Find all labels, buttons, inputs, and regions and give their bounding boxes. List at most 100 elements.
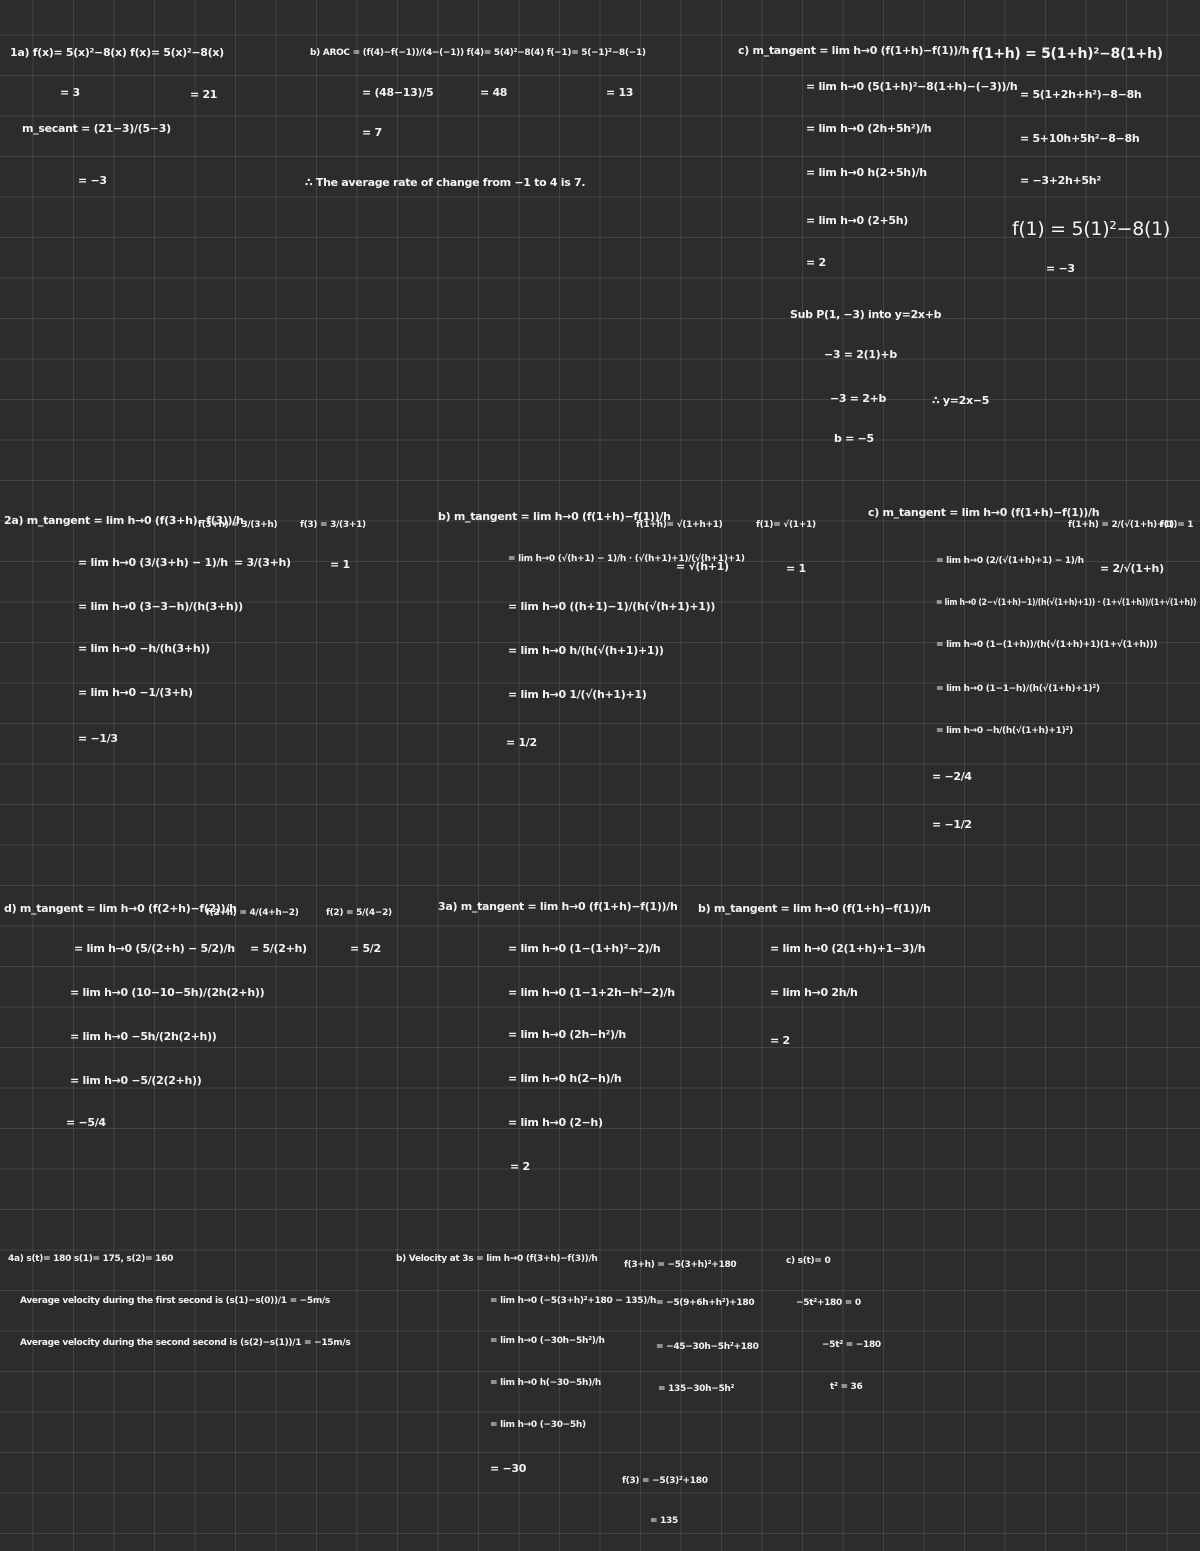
q2d-step-2: = lim h→0 (10−10−5h)/(2h(2+h)) [70, 986, 265, 999]
q3b-answer: = 2 [770, 1034, 790, 1047]
q2c-f-1h: f(1+h) = 2/(√(1+h)+1) [1068, 520, 1174, 530]
q1c-f1: f(1) = 5(1)²−8(1) [1012, 218, 1171, 240]
q3b-step-2: = lim h→0 2h/h [770, 986, 858, 999]
q2a-tangent-def: 2a) m_tangent = lim h→0 (f(3+h)−f(3))/h [4, 514, 244, 527]
q1c-tangent-def: c) m_tangent = lim h→0 (f(1+h)−f(1))/h [738, 44, 970, 57]
q1b-aroc: b) AROC = (f(4)−f(−1))/(4−(−1)) f(4)= 5(… [310, 48, 646, 58]
q2c-step-1: = lim h→0 (2/(√(1+h)+1) − 1)/h [936, 556, 1084, 566]
q3b-tangent-def: b) m_tangent = lim h→0 (f(1+h)−f(1))/h [698, 902, 931, 915]
q1c-sub-step-1: −3 = 2(1)+b [824, 348, 897, 361]
q2a-step-2: = lim h→0 (3−3−h)/(h(3+h)) [78, 600, 243, 613]
q1b-step-1: = (48−13)/5 [362, 86, 434, 99]
q3a-answer: = 2 [510, 1160, 530, 1173]
q4c-step-1: −5t²+180 = 0 [796, 1298, 861, 1308]
q2d-f-2h-simplified: = 5/(2+h) [250, 942, 307, 955]
q4b-f-expand-1: = −5(9+6h+h²)+180 [656, 1298, 755, 1308]
q4b-f-3h: f(3+h) = −5(3+h)²+180 [624, 1260, 737, 1270]
q2a-step-1: = lim h→0 (3/(3+h) − 1)/h [78, 556, 228, 569]
q4b-step-4: = lim h→0 (−30−5h) [490, 1420, 586, 1430]
q2d-tangent-def: d) m_tangent = lim h→0 (f(2+h)−f(2))/h [4, 902, 237, 915]
q1b-f-1-value: = 13 [606, 86, 634, 99]
q4b-velocity-def: b) Velocity at 3s = lim h→0 (f(3+h)−f(3)… [396, 1254, 598, 1264]
q4b-f3: f(3) = −5(3)²+180 [622, 1476, 708, 1486]
q1c-step-4: = lim h→0 (2+5h) [806, 214, 909, 227]
q2d-answer: = −5/4 [66, 1116, 106, 1129]
q1c-step-2: = lim h→0 (2h+5h²)/h [806, 122, 932, 135]
q4c-step-3: t² = 36 [830, 1382, 863, 1392]
q2b-answer: = 1/2 [506, 736, 537, 749]
q1a-value-1: = 3 [60, 86, 80, 99]
q2d-f-2h: f(2+h) = 4/(4+h−2) [206, 908, 299, 918]
q2a-step-3: = lim h→0 −h/(h(3+h)) [78, 642, 210, 655]
q3a-step-2: = lim h→0 (1−1+2h−h²−2)/h [508, 986, 675, 999]
q2c-step-3: = lim h→0 (1−(1+h))/(h(√(1+h)+1)(1+√(1+h… [936, 640, 1158, 650]
q2b-step-4: = lim h→0 1/(√(h+1)+1) [508, 688, 647, 701]
q2c-step-2: = lim h→0 (2−√(1+h)−1)/(h(√(1+h)+1)) · (… [936, 598, 1197, 608]
q1b-conclusion: ∴ The average rate of change from −1 to … [305, 176, 586, 189]
q2d-step-1: = lim h→0 (5/(2+h) − 5/2)/h [74, 942, 235, 955]
q2b-tangent-def: b) m_tangent = lim h→0 (f(1+h)−f(1))/h [438, 510, 671, 523]
q4b-f3-value: = 135 [650, 1516, 678, 1526]
q2a-f3: f(3) = 3/(3+1) [300, 520, 366, 530]
q4b-answer: = −30 [490, 1462, 527, 1475]
q1c-slope: = 2 [806, 256, 826, 269]
q1c-f1-value: = −3 [1046, 262, 1075, 275]
q3a-step-3: = lim h→0 (2h−h²)/h [508, 1028, 626, 1041]
q1c-step-3: = lim h→0 h(2+5h)/h [806, 166, 927, 179]
q4c-step-2: −5t² = −180 [822, 1340, 881, 1350]
q1b-f4-value: = 48 [480, 86, 508, 99]
q3a-step-1: = lim h→0 (1−(1+h)²−2)/h [508, 942, 661, 955]
q4a-second-second: Average velocity during the second secon… [20, 1338, 351, 1348]
q2a-answer: = −1/3 [78, 732, 118, 745]
q2d-step-3: = lim h→0 −5h/(2h(2+h)) [70, 1030, 217, 1043]
q2c-step-6: = −2/4 [932, 770, 972, 783]
q2b-step-2: = lim h→0 ((h+1)−1)/(h(√(h+1)+1)) [508, 600, 716, 613]
q2a-f3-value: = 1 [330, 558, 350, 571]
q2b-f1-value: = 1 [786, 562, 806, 575]
q3a-step-4: = lim h→0 h(2−h)/h [508, 1072, 622, 1085]
q2a-step-4: = lim h→0 −1/(3+h) [78, 686, 193, 699]
q2c-step-5: = lim h→0 −h/(h(√(1+h)+1)²) [936, 726, 1073, 736]
q4b-f-expand-3: = 135−30h−5h² [658, 1384, 735, 1394]
q4c-given: c) s(t)= 0 [786, 1256, 831, 1266]
q1c-f-expand-1: f(1+h) = 5(1+h)²−8(1+h) [972, 46, 1163, 62]
q2c-answer: = −1/2 [932, 818, 972, 831]
q2d-step-4: = lim h→0 −5/(2(2+h)) [70, 1074, 202, 1087]
q1c-b-value: b = −5 [834, 432, 874, 445]
q2b-step-1: = lim h→0 (√(h+1) − 1)/h · (√(h+1)+1)/(√… [508, 554, 745, 564]
q1a-function: 1a) f(x)= 5(x)²−8(x) f(x)= 5(x)²−8(x) [10, 46, 224, 59]
q4a-first-second: Average velocity during the first second… [20, 1296, 330, 1306]
q3a-tangent-def: 3a) m_tangent = lim h→0 (f(1+h)−f(1))/h [438, 900, 678, 913]
q2b-step-3: = lim h→0 h/(h(√(h+1)+1)) [508, 644, 664, 657]
q2c-f-1h-simplified: = 2/√(1+h) [1100, 562, 1164, 575]
q1a-answer: = −3 [78, 174, 107, 187]
q2d-f2: f(2) = 5/(4−2) [326, 908, 392, 918]
q2c-f1: f(1)= 1 [1160, 520, 1194, 530]
q2b-f1: f(1)= √(1+1) [756, 520, 816, 530]
q4a-given: 4a) s(t)= 180 s(1)= 175, s(2)= 160 [8, 1254, 174, 1264]
q2b-f-1h: f(1+h)= √(1+h+1) [636, 520, 723, 530]
q2a-f-3h-simplified: = 3/(3+h) [234, 556, 291, 569]
q1b-answer: = 7 [362, 126, 382, 139]
q4b-f-expand-2: = −45−30h−5h²+180 [656, 1342, 759, 1352]
q4b-step-3: = lim h→0 h(−30−5h)/h [490, 1378, 602, 1388]
q2c-tangent-def: c) m_tangent = lim h→0 (f(1+h)−f(1))/h [868, 506, 1100, 519]
q3a-step-5: = lim h→0 (2−h) [508, 1116, 603, 1129]
q3b-step-1: = lim h→0 (2(1+h)+1−3)/h [770, 942, 926, 955]
q1a-value-2: = 21 [190, 88, 218, 101]
q1c-f-expand-2: = 5(1+2h+h²)−8−8h [1020, 88, 1142, 101]
q1c-sub-step-2: −3 = 2+b [830, 392, 887, 405]
q2c-step-4: = lim h→0 (1−1−h)/(h(√(1+h)+1)²) [936, 684, 1100, 694]
q2d-f2-value: = 5/2 [350, 942, 381, 955]
q4b-step-1: = lim h→0 (−5(3+h)²+180 − 135)/h [490, 1296, 657, 1306]
q1c-f-expand-4: = −3+2h+5h² [1020, 174, 1101, 187]
q4b-step-2: = lim h→0 (−30h−5h²)/h [490, 1336, 605, 1346]
q1c-f-expand-3: = 5+10h+5h²−8−8h [1020, 132, 1140, 145]
q1c-step-1: = lim h→0 (5(1+h)²−8(1+h)−(−3))/h [806, 80, 1018, 93]
q2b-f-1h-simplified: = √(h+1) [676, 560, 729, 573]
q1a-secant: m_secant = (21−3)/(5−3) [22, 122, 171, 135]
q2a-f-3h: f(3+h) = 3/(3+h) [198, 520, 278, 530]
q1c-tangent-equation: ∴ y=2x−5 [932, 394, 990, 407]
q1c-sub-point: Sub P(1, −3) into y=2x+b [790, 308, 942, 321]
